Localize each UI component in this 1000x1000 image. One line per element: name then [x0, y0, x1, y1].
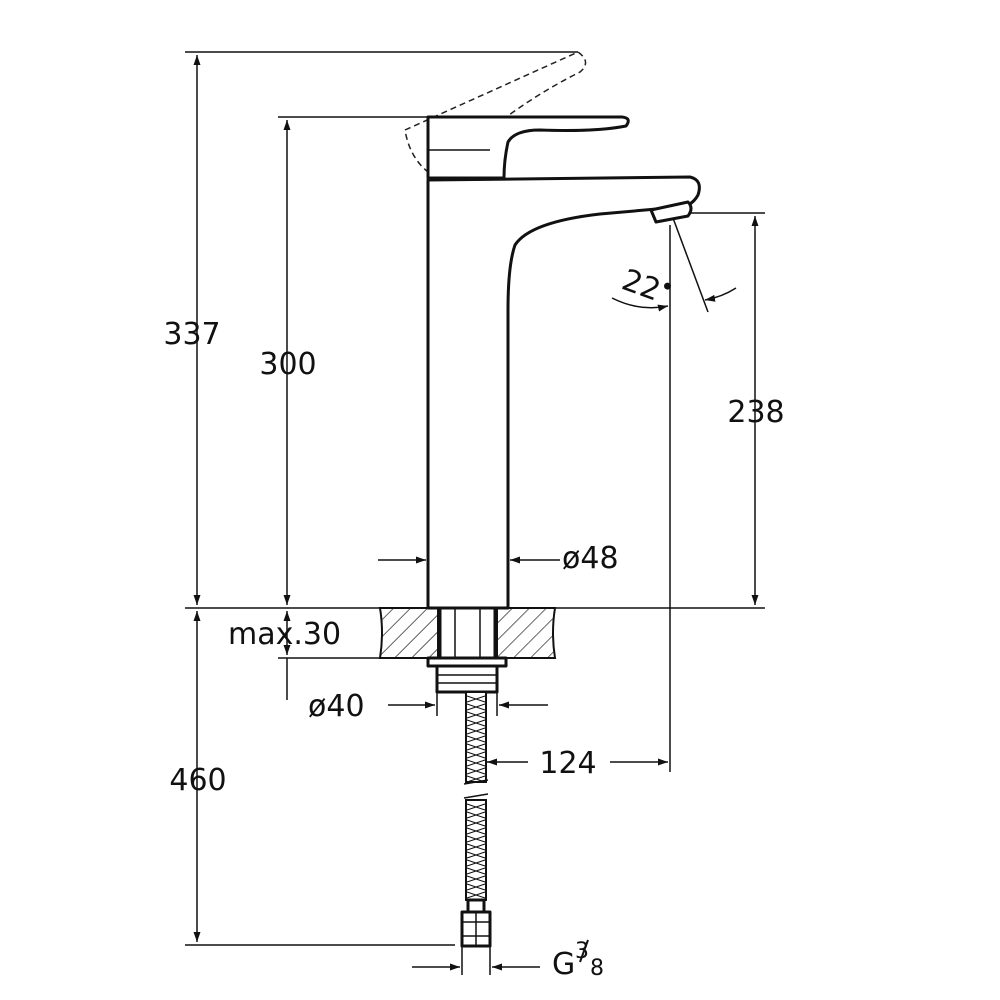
label-body-height: 300	[259, 347, 316, 382]
faucet-spout	[426, 175, 701, 610]
label-shank-diameter: ø40	[308, 689, 365, 724]
label-spout-height: 238	[727, 395, 784, 430]
aerator	[649, 200, 693, 224]
label-connection-thread: G 3 8	[552, 939, 604, 982]
label-body-diameter: ø48	[562, 541, 619, 576]
countertop-section	[378, 607, 557, 659]
extension-lines	[185, 51, 765, 975]
svg-text:8: 8	[590, 956, 604, 981]
svg-text:G: G	[552, 947, 575, 982]
lever-handle	[426, 115, 630, 180]
mounting-shank	[426, 606, 508, 694]
label-hose-length: 460	[169, 763, 226, 798]
dimension-lines	[193, 55, 759, 971]
svg-text:22: 22	[617, 263, 665, 309]
countertop-left	[378, 607, 439, 659]
label-total-height: 337	[163, 317, 220, 352]
flexible-hose	[460, 691, 492, 948]
lever-raised-position	[404, 51, 587, 176]
faucet-body	[426, 115, 701, 610]
label-spout-reach: 124	[539, 746, 596, 781]
label-max-thickness: max.30	[228, 617, 341, 652]
dimension-labels: 337 300 238 ø48 max.30 ø40 124 460 22 G …	[163, 263, 784, 982]
countertop-right	[496, 607, 557, 659]
